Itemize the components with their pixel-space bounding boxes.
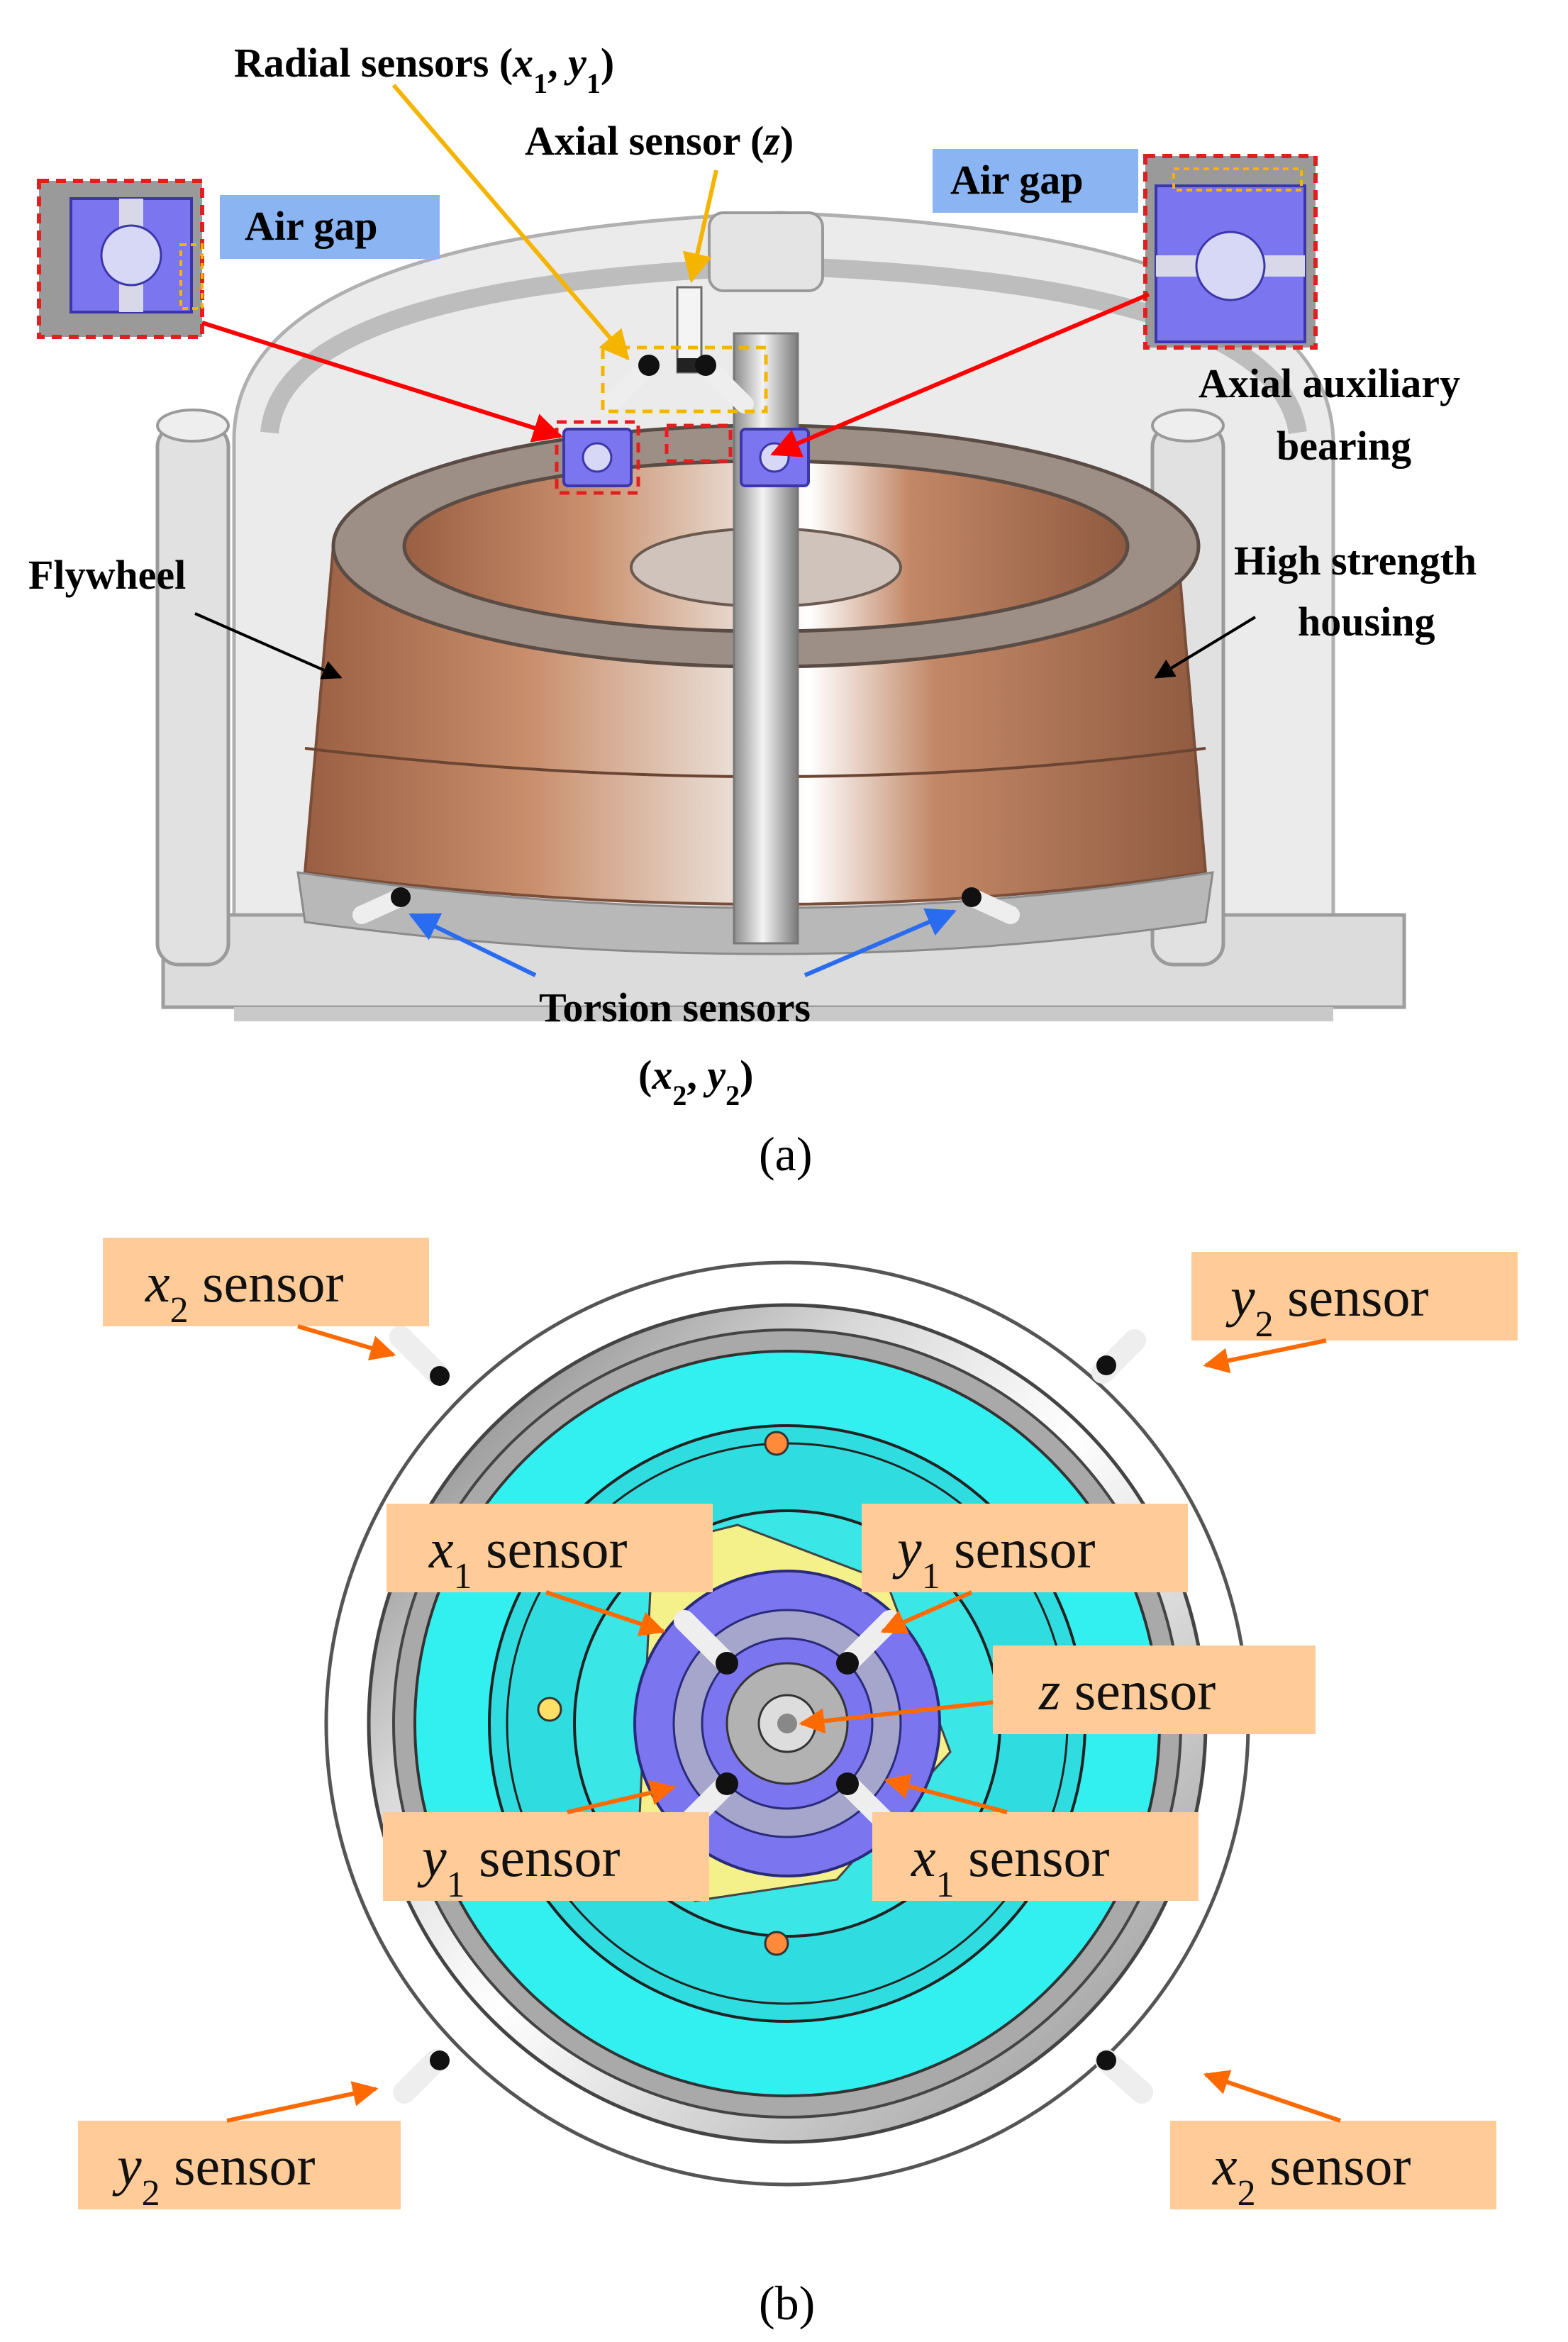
arrow-y1-upper-right bbox=[880, 1590, 973, 1634]
aux-bearing-right bbox=[740, 428, 810, 487]
flywheel-arrow bbox=[194, 612, 343, 679]
y1-upper-right-label: y1 sensor bbox=[892, 1518, 1095, 1597]
x2-top-left-label: x2 sensor bbox=[145, 1252, 343, 1331]
air-gap-right-arrow bbox=[770, 292, 1150, 457]
y1-lower-left-label: y1 sensor bbox=[417, 1826, 620, 1905]
x1-upper-left-box bbox=[387, 1504, 713, 1592]
air-gap-left-arrow bbox=[201, 321, 564, 443]
arrow-x1-lower-right bbox=[884, 1773, 1008, 1814]
arrow-x2-bottom-right bbox=[1203, 2070, 1341, 2123]
x2-top-left-box bbox=[103, 1238, 429, 1326]
air-gap-right-label: Air gap bbox=[950, 157, 1083, 203]
air-gap-detail-right-icon bbox=[1143, 154, 1318, 350]
z-center-box bbox=[993, 1645, 1316, 1734]
panel-b-caption: (b) bbox=[759, 2276, 815, 2330]
torsion-left-arrow bbox=[408, 913, 537, 977]
axial-aux-bearing-label-1: Axial auxiliary bbox=[1199, 360, 1460, 406]
housing-label-2: housing bbox=[1298, 599, 1435, 645]
arrow-x2-top-left bbox=[297, 1324, 396, 1361]
rotor-shaft bbox=[733, 332, 799, 945]
air-gap-right-box bbox=[933, 149, 1138, 213]
air-gap-left-label: Air gap bbox=[245, 203, 377, 249]
axial-sensor-probe-icon bbox=[676, 286, 703, 374]
axial-aux-bearing-label-2: bearing bbox=[1277, 423, 1411, 469]
housing-arrow bbox=[1154, 616, 1257, 679]
panel-b-illustration: x2 sensor y2 sensor x1 sensor y1 sensor … bbox=[78, 1238, 1518, 2330]
radial-sensor-probes-icon bbox=[601, 355, 754, 414]
torsion-right-arrow bbox=[804, 908, 957, 977]
housing-post-left bbox=[155, 409, 230, 967]
housing-label-1: High strength bbox=[1234, 538, 1477, 584]
y2-top-right-box bbox=[1191, 1252, 1518, 1341]
torsion-sensors-vars: (x2, y2) bbox=[638, 1052, 753, 1111]
x2-bottom-right-box bbox=[1170, 2121, 1496, 2209]
flywheel-label: Flywheel bbox=[28, 552, 186, 598]
radial-sensors-label: Radial sensors (x1, y1) bbox=[234, 40, 614, 99]
x1-lower-right-label: x1 sensor bbox=[911, 1826, 1109, 1905]
arrow-y2-bottom-left bbox=[226, 2081, 379, 2123]
z-center-label: z sensor bbox=[1038, 1660, 1216, 1721]
y2-bottom-left-box bbox=[78, 2121, 401, 2209]
outer-sensor-probes-icon bbox=[389, 1326, 1153, 2104]
y2-top-right-label: y2 sensor bbox=[1225, 1266, 1428, 1345]
axial-sensor-arrow bbox=[682, 170, 718, 284]
arrow-x1-upper-left bbox=[545, 1590, 666, 1636]
panel-a-illustration: Radial sensors (x1, y1) Axial sensor (z)… bbox=[28, 40, 1477, 1181]
x1-lower-right-box bbox=[872, 1812, 1199, 1901]
y1-lower-left-box bbox=[383, 1812, 709, 1901]
torsion-sensor-left-icon bbox=[352, 887, 411, 924]
arrow-y1-lower-left bbox=[567, 1780, 677, 1814]
torsion-sensors-label: Torsion sensors bbox=[539, 984, 811, 1031]
arrow-y2-top-right bbox=[1203, 1338, 1327, 1374]
panel-a-caption: (a) bbox=[759, 1127, 812, 1181]
aux-bearing-left bbox=[562, 428, 633, 487]
radial-sensors-arrow bbox=[391, 84, 630, 361]
arrow-z-center bbox=[799, 1700, 994, 1734]
x1-upper-left-label: x1 sensor bbox=[428, 1518, 627, 1597]
torsion-sensor-right-icon bbox=[962, 887, 1020, 924]
x2-bottom-right-label: x2 sensor bbox=[1212, 2135, 1411, 2214]
y1-upper-right-box bbox=[862, 1504, 1188, 1592]
air-gap-left-box bbox=[220, 195, 440, 259]
air-gap-detail-left-icon bbox=[37, 179, 204, 339]
y2-bottom-left-label: y2 sensor bbox=[112, 2135, 315, 2214]
axial-sensor-label: Axial sensor (z) bbox=[525, 118, 794, 164]
